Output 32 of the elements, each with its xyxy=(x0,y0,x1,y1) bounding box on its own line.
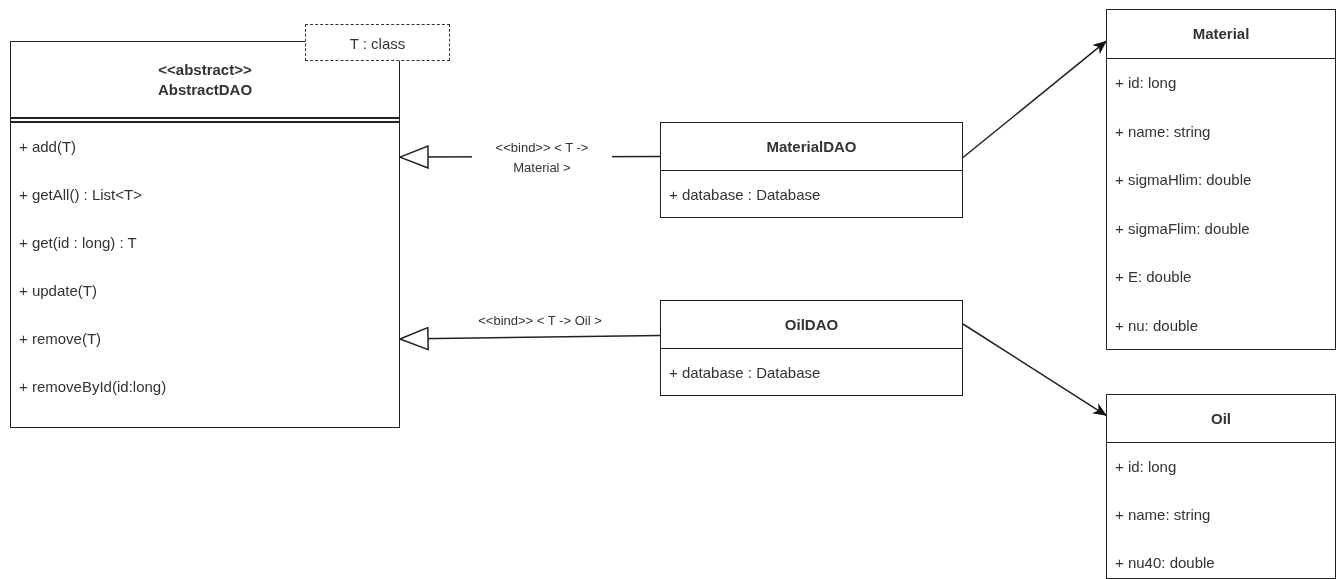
class-member: + sigmaHlim: double xyxy=(1115,170,1252,190)
class-member: + get(id : long) : T xyxy=(19,232,137,253)
class-member: + database : Database xyxy=(669,184,821,205)
class-box xyxy=(1106,394,1336,579)
bind-arrow xyxy=(399,326,661,351)
class-member: + database : Database xyxy=(669,362,821,383)
class-member: + update(T) xyxy=(19,280,97,301)
class-member: + removeById(id:long) xyxy=(19,376,167,397)
class-box xyxy=(1106,9,1336,350)
class-name: OilDAO xyxy=(784,314,839,335)
class-name: Oil xyxy=(1211,408,1231,429)
class-member: + E: double xyxy=(1115,267,1192,287)
class-member: + id: long xyxy=(1115,73,1177,93)
class-name: AbstractDAO xyxy=(157,79,253,100)
class-box xyxy=(660,122,963,218)
class-member: + getAll() : List<T> xyxy=(19,184,142,205)
class-name: Material xyxy=(1192,24,1250,44)
class-member: + add(T) xyxy=(19,136,77,157)
class-member: + sigmaFlim: double xyxy=(1115,218,1250,239)
class-member: + remove(T) xyxy=(19,328,102,349)
association-arrow xyxy=(962,323,1107,417)
template-parameter: T : class xyxy=(349,33,406,54)
class-member: + name: string xyxy=(1115,121,1211,142)
class-member: + name: string xyxy=(1115,504,1211,525)
stereotype-label: <<abstract>> xyxy=(158,59,252,80)
class-member: + nu: double xyxy=(1115,315,1198,336)
template-parameter-box xyxy=(305,24,450,61)
class-name: MaterialDAO xyxy=(766,136,857,157)
class-member: + id: long xyxy=(1115,456,1177,477)
class-box xyxy=(660,300,963,396)
class-member: + nu40: double xyxy=(1115,552,1215,573)
association-arrow xyxy=(962,40,1107,159)
